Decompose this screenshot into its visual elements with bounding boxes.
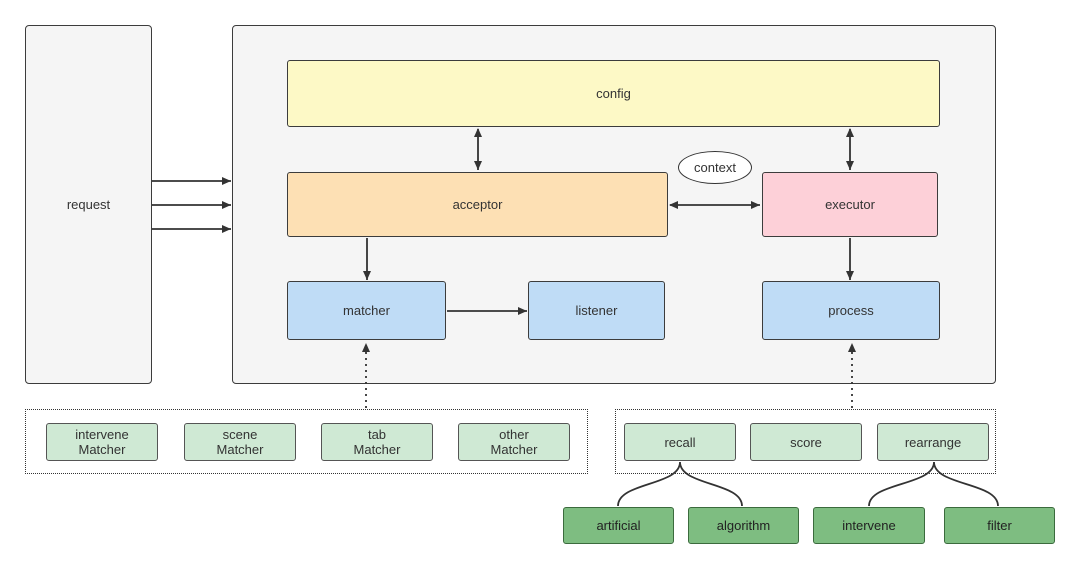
filter-label: filter [987, 518, 1012, 533]
config-label: config [596, 86, 631, 101]
other-matcher-box: other Matcher [458, 423, 570, 461]
scene-matcher-box: scene Matcher [184, 423, 296, 461]
tab-matcher-box: tab Matcher [321, 423, 433, 461]
recall-box: recall [624, 423, 736, 461]
executor-label: executor [825, 197, 875, 212]
matcher-label: matcher [343, 303, 390, 318]
score-box: score [750, 423, 862, 461]
process-label: process [828, 303, 874, 318]
rearrange-box: rearrange [877, 423, 989, 461]
algorithm-label: algorithm [716, 518, 771, 533]
executor-box: executor [762, 172, 938, 237]
intervene-matcher-box: intervene Matcher [46, 423, 158, 461]
process-box: process [762, 281, 940, 340]
listener-label: listener [575, 303, 618, 318]
score-label: score [790, 434, 822, 450]
request-label: request [66, 197, 111, 212]
artificial-label: artificial [596, 518, 641, 533]
recall-label: recall [664, 434, 696, 450]
intervene-box: intervene [813, 507, 925, 544]
request-block: request [25, 25, 152, 384]
intervene-matcher-label: intervene Matcher [75, 427, 129, 457]
matcher-types-group [25, 409, 588, 474]
config-box: config [287, 60, 940, 127]
filter-box: filter [944, 507, 1055, 544]
acceptor-label: acceptor [452, 197, 503, 212]
artificial-box: artificial [563, 507, 674, 544]
context-label: context [694, 160, 736, 175]
rearrange-label: rearrange [904, 434, 962, 450]
acceptor-box: acceptor [287, 172, 668, 237]
listener-box: listener [528, 281, 665, 340]
algorithm-box: algorithm [688, 507, 799, 544]
tab-matcher-label: tab Matcher [353, 427, 401, 457]
scene-matcher-label: scene Matcher [216, 427, 264, 457]
context-ellipse: context [678, 151, 752, 184]
other-matcher-label: other Matcher [490, 427, 538, 457]
matcher-box: matcher [287, 281, 446, 340]
intervene-label: intervene [842, 518, 896, 533]
process-stages-group [615, 409, 996, 474]
